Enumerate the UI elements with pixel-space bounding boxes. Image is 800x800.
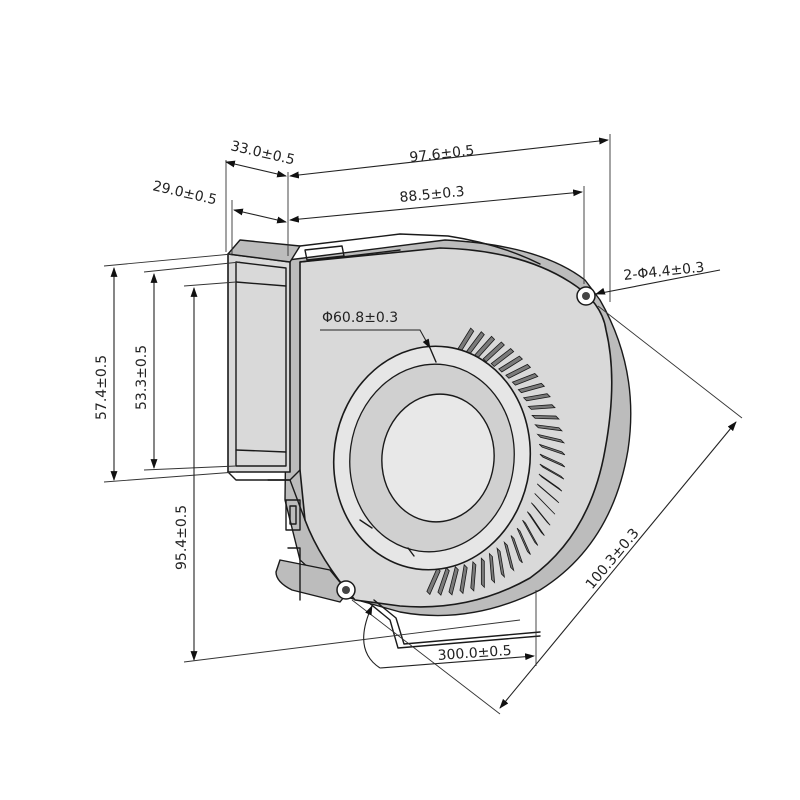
impeller-blade <box>531 414 560 420</box>
outlet-duct <box>227 253 291 473</box>
dimension-lines <box>103 134 743 715</box>
dim-hole-span: 88.5±0.3 <box>399 184 465 206</box>
dim-outlet-depth-outer: 33.0±0.5 <box>229 138 296 168</box>
impeller-blade <box>490 348 515 368</box>
impeller-blade <box>448 565 459 596</box>
impeller-blade <box>482 341 505 363</box>
inlet-ring <box>332 345 532 571</box>
impeller-blade <box>517 382 546 394</box>
impeller-blade <box>470 560 477 592</box>
impeller-blade <box>527 404 556 410</box>
impeller-blade <box>522 393 551 402</box>
impeller-blade <box>488 552 496 584</box>
impeller-blade <box>459 563 468 595</box>
dim-outlet-height-inner: 53.3±0.5 <box>134 345 150 410</box>
impeller-blade <box>480 557 485 589</box>
dim-overall-length: 97.6±0.5 <box>409 143 476 166</box>
label-tab <box>304 245 345 261</box>
dim-lead-length: 300.0±0.5 <box>437 643 512 664</box>
hub-icon <box>381 393 495 523</box>
dim-overall-height: 95.4±0.5 <box>174 505 190 570</box>
lead-wires <box>367 601 541 649</box>
mounting-holes <box>336 286 596 600</box>
impeller-blade <box>437 567 450 596</box>
impeller-blade <box>426 567 441 596</box>
dim-outlet-height-outer: 57.4±0.5 <box>94 355 110 420</box>
impeller-blade <box>511 373 539 386</box>
impeller-blade <box>505 363 532 379</box>
dim-outlet-depth-inner: 29.0±0.5 <box>151 178 218 208</box>
dim-inlet-diameter: Φ60.8±0.3 <box>322 310 398 326</box>
impeller-blade <box>498 355 524 373</box>
